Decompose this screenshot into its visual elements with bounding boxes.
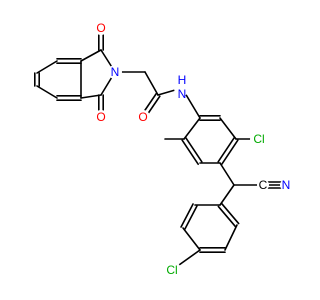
bond-p1-p2-a — [217, 205, 237, 228]
bond-r3-r4-b — [221, 139, 239, 166]
atom-o-bottom-label: O — [96, 110, 105, 124]
atom-n-imide: N — [108, 65, 122, 79]
atom-cl-ring: Cl — [250, 130, 268, 148]
atom-n-nitrile: N — [280, 178, 292, 192]
atom-o-amide: O — [136, 110, 150, 124]
atom-o-amide-label: O — [138, 110, 147, 124]
atom-n-imide-label: N — [111, 65, 120, 79]
bond-b5-b6 — [36, 85, 58, 99]
bond-r4-ch — [219, 162, 235, 186]
bond-r3-r4-a — [217, 136, 235, 163]
atom-o-bottom: O — [94, 110, 108, 124]
bond-cB-b4 — [80, 94, 102, 99]
bond-r5-r6-b — [181, 139, 199, 166]
atom-n-nitrile-label: N — [282, 178, 291, 192]
bond-r5-r6-a — [185, 136, 203, 163]
atom-o-top: O — [94, 21, 108, 35]
bond-p4-p5 — [182, 227, 201, 251]
atom-nh-amide: N H — [174, 70, 190, 101]
atom-c-nitrile: C — [257, 178, 269, 192]
atom-label-layer: O O N O N H Cl C N — [94, 21, 292, 279]
bond-p2-p3 — [224, 224, 238, 251]
bond-ch-p1 — [219, 184, 235, 206]
atom-c-nitrile-label: C — [259, 178, 268, 192]
atom-h-amide-label: H — [178, 73, 187, 87]
bond-b1-b2 — [36, 60, 58, 74]
bond-p1-p2-b — [220, 202, 240, 225]
bond-layer — [33, 27, 287, 271]
bond-p5-p6-b — [180, 203, 194, 228]
atom-o-top-label: O — [96, 21, 105, 35]
atom-cl-para: Cl — [163, 261, 181, 279]
atom-nh-amide-label: N — [178, 87, 187, 101]
bond-p5-p6-a — [184, 205, 198, 230]
atom-cl-para-label: Cl — [166, 263, 177, 277]
molecule-structure-diagram: O O N O N H Cl C N — [33, 21, 292, 279]
atom-cl-ring-label: Cl — [253, 132, 264, 146]
bond-ch2-cAm — [144, 71, 159, 96]
bond-r6-r1 — [183, 117, 201, 140]
bond-b3-cA — [80, 49, 102, 62]
bond-r2-r3 — [219, 117, 237, 140]
